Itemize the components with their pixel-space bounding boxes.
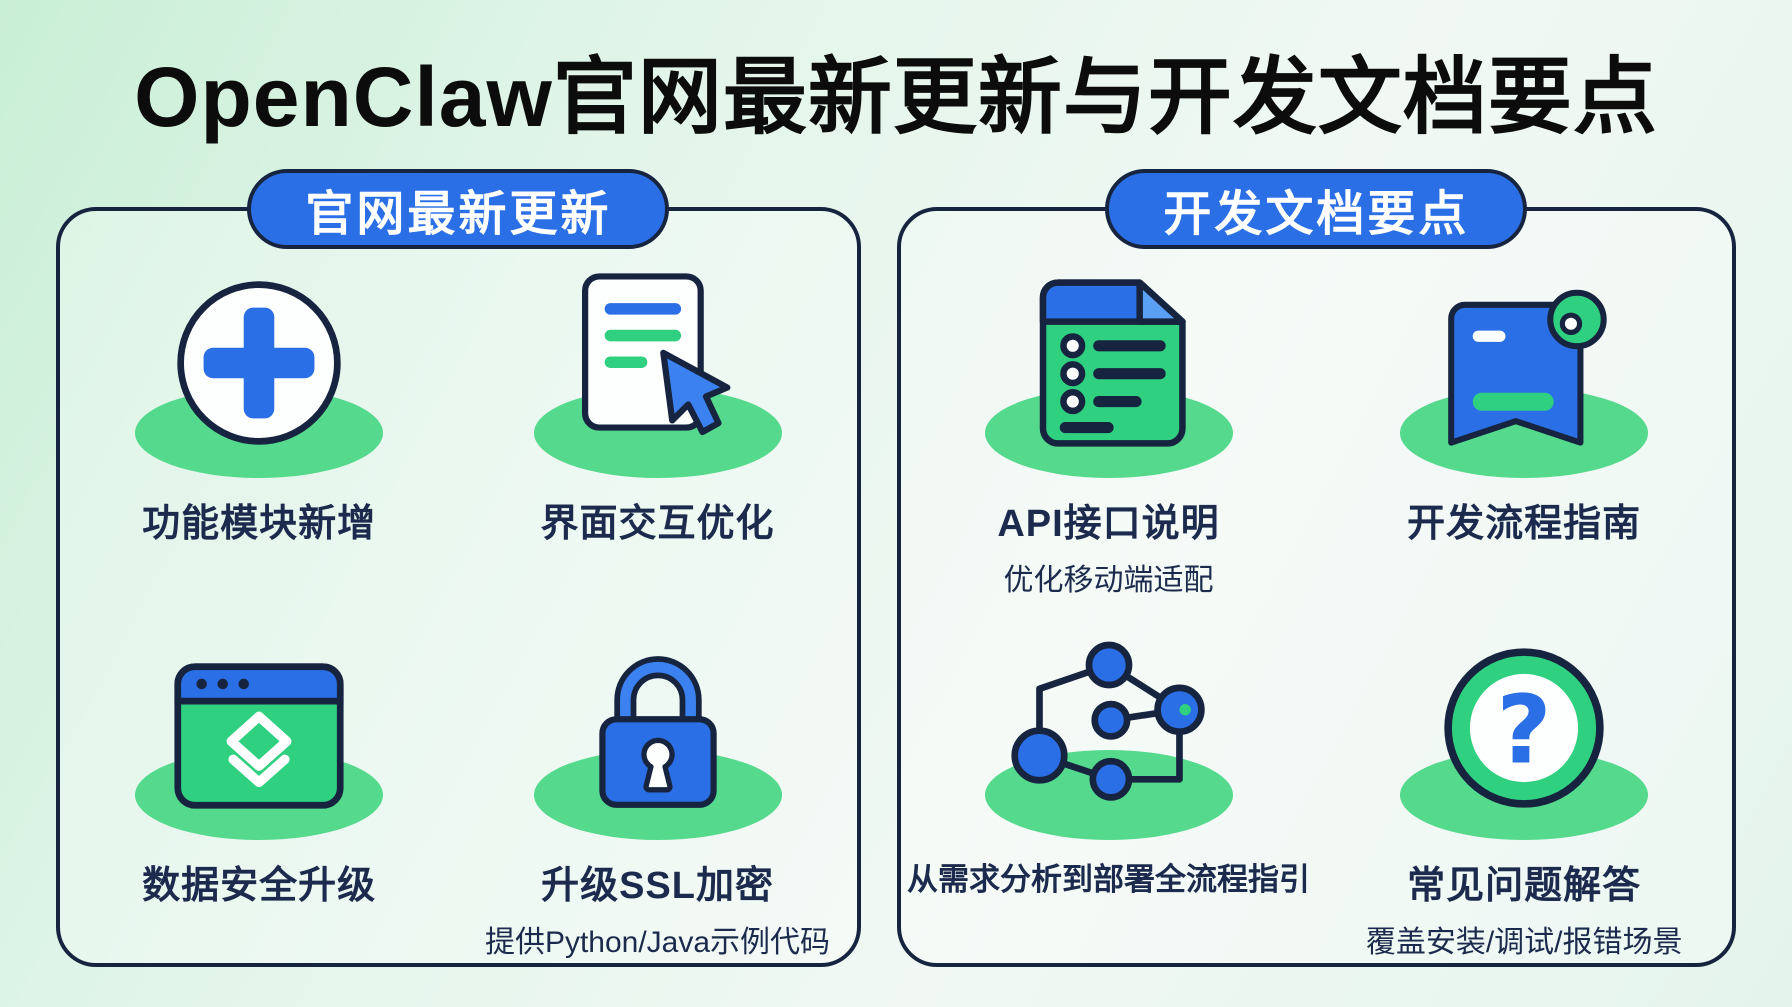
item-title: 界面交互优化 bbox=[540, 503, 775, 545]
question-circle-icon: ? bbox=[1441, 645, 1607, 840]
item-title: 数据安全升级 bbox=[142, 865, 377, 907]
flow-network-icon bbox=[1009, 639, 1209, 840]
item-subtitle: 覆盖安装/调试/报错场景 bbox=[1365, 926, 1683, 959]
list-item: 升级SSL加密 提供Python/Java示例代码 bbox=[458, 609, 856, 961]
panel-site-updates: 官网最新更新 功能模块新增 bbox=[56, 169, 861, 967]
list-item: ? 常见问题解答 覆盖安装/调试/报错场景 bbox=[1316, 609, 1732, 961]
dev-guide-badge-icon bbox=[1440, 289, 1608, 478]
item-subtitle: 提供Python/Java示例代码 bbox=[484, 926, 831, 959]
list-item: 开发流程指南 bbox=[1316, 273, 1732, 609]
api-list-icon bbox=[1030, 277, 1188, 478]
page-title: OpenClaw官网最新更新与开发文档要点 bbox=[134, 50, 1658, 144]
item-title: 开发流程指南 bbox=[1407, 503, 1642, 545]
panels-row: 官网最新更新 功能模块新增 bbox=[0, 169, 1792, 967]
list-item: 从需求分析到部署全流程指引 bbox=[901, 609, 1317, 961]
document-cursor-icon bbox=[578, 271, 738, 478]
ssl-lock-icon bbox=[583, 646, 733, 840]
item-title: 功能模块新增 bbox=[142, 503, 377, 545]
list-item: 功能模块新增 bbox=[60, 273, 458, 609]
list-item: 数据安全升级 bbox=[60, 609, 458, 961]
plus-circle-icon bbox=[173, 277, 345, 478]
item-title: 升级SSL加密 bbox=[541, 865, 774, 907]
panel-header-dev-docs: 开发文档要点 bbox=[1105, 169, 1528, 249]
dev-docs-grid: API接口说明 优化移动端适配 开 bbox=[901, 211, 1732, 961]
item-title: API接口说明 bbox=[997, 503, 1220, 545]
item-title: 常见问题解答 bbox=[1407, 865, 1642, 907]
svg-text:?: ? bbox=[1497, 676, 1552, 786]
item-subtitle: 优化移动端适配 bbox=[1003, 564, 1214, 597]
panel-header-site-updates: 官网最新更新 bbox=[247, 169, 670, 249]
browser-window-icon bbox=[173, 661, 345, 840]
panel-dev-docs: 开发文档要点 bbox=[896, 169, 1736, 967]
list-item: API接口说明 优化移动端适配 bbox=[901, 273, 1317, 609]
site-updates-grid: 功能模块新增 界面交互优化 bbox=[60, 211, 857, 961]
list-item: 界面交互优化 bbox=[458, 273, 856, 609]
item-title: 从需求分析到部署全流程指引 bbox=[907, 862, 1311, 897]
